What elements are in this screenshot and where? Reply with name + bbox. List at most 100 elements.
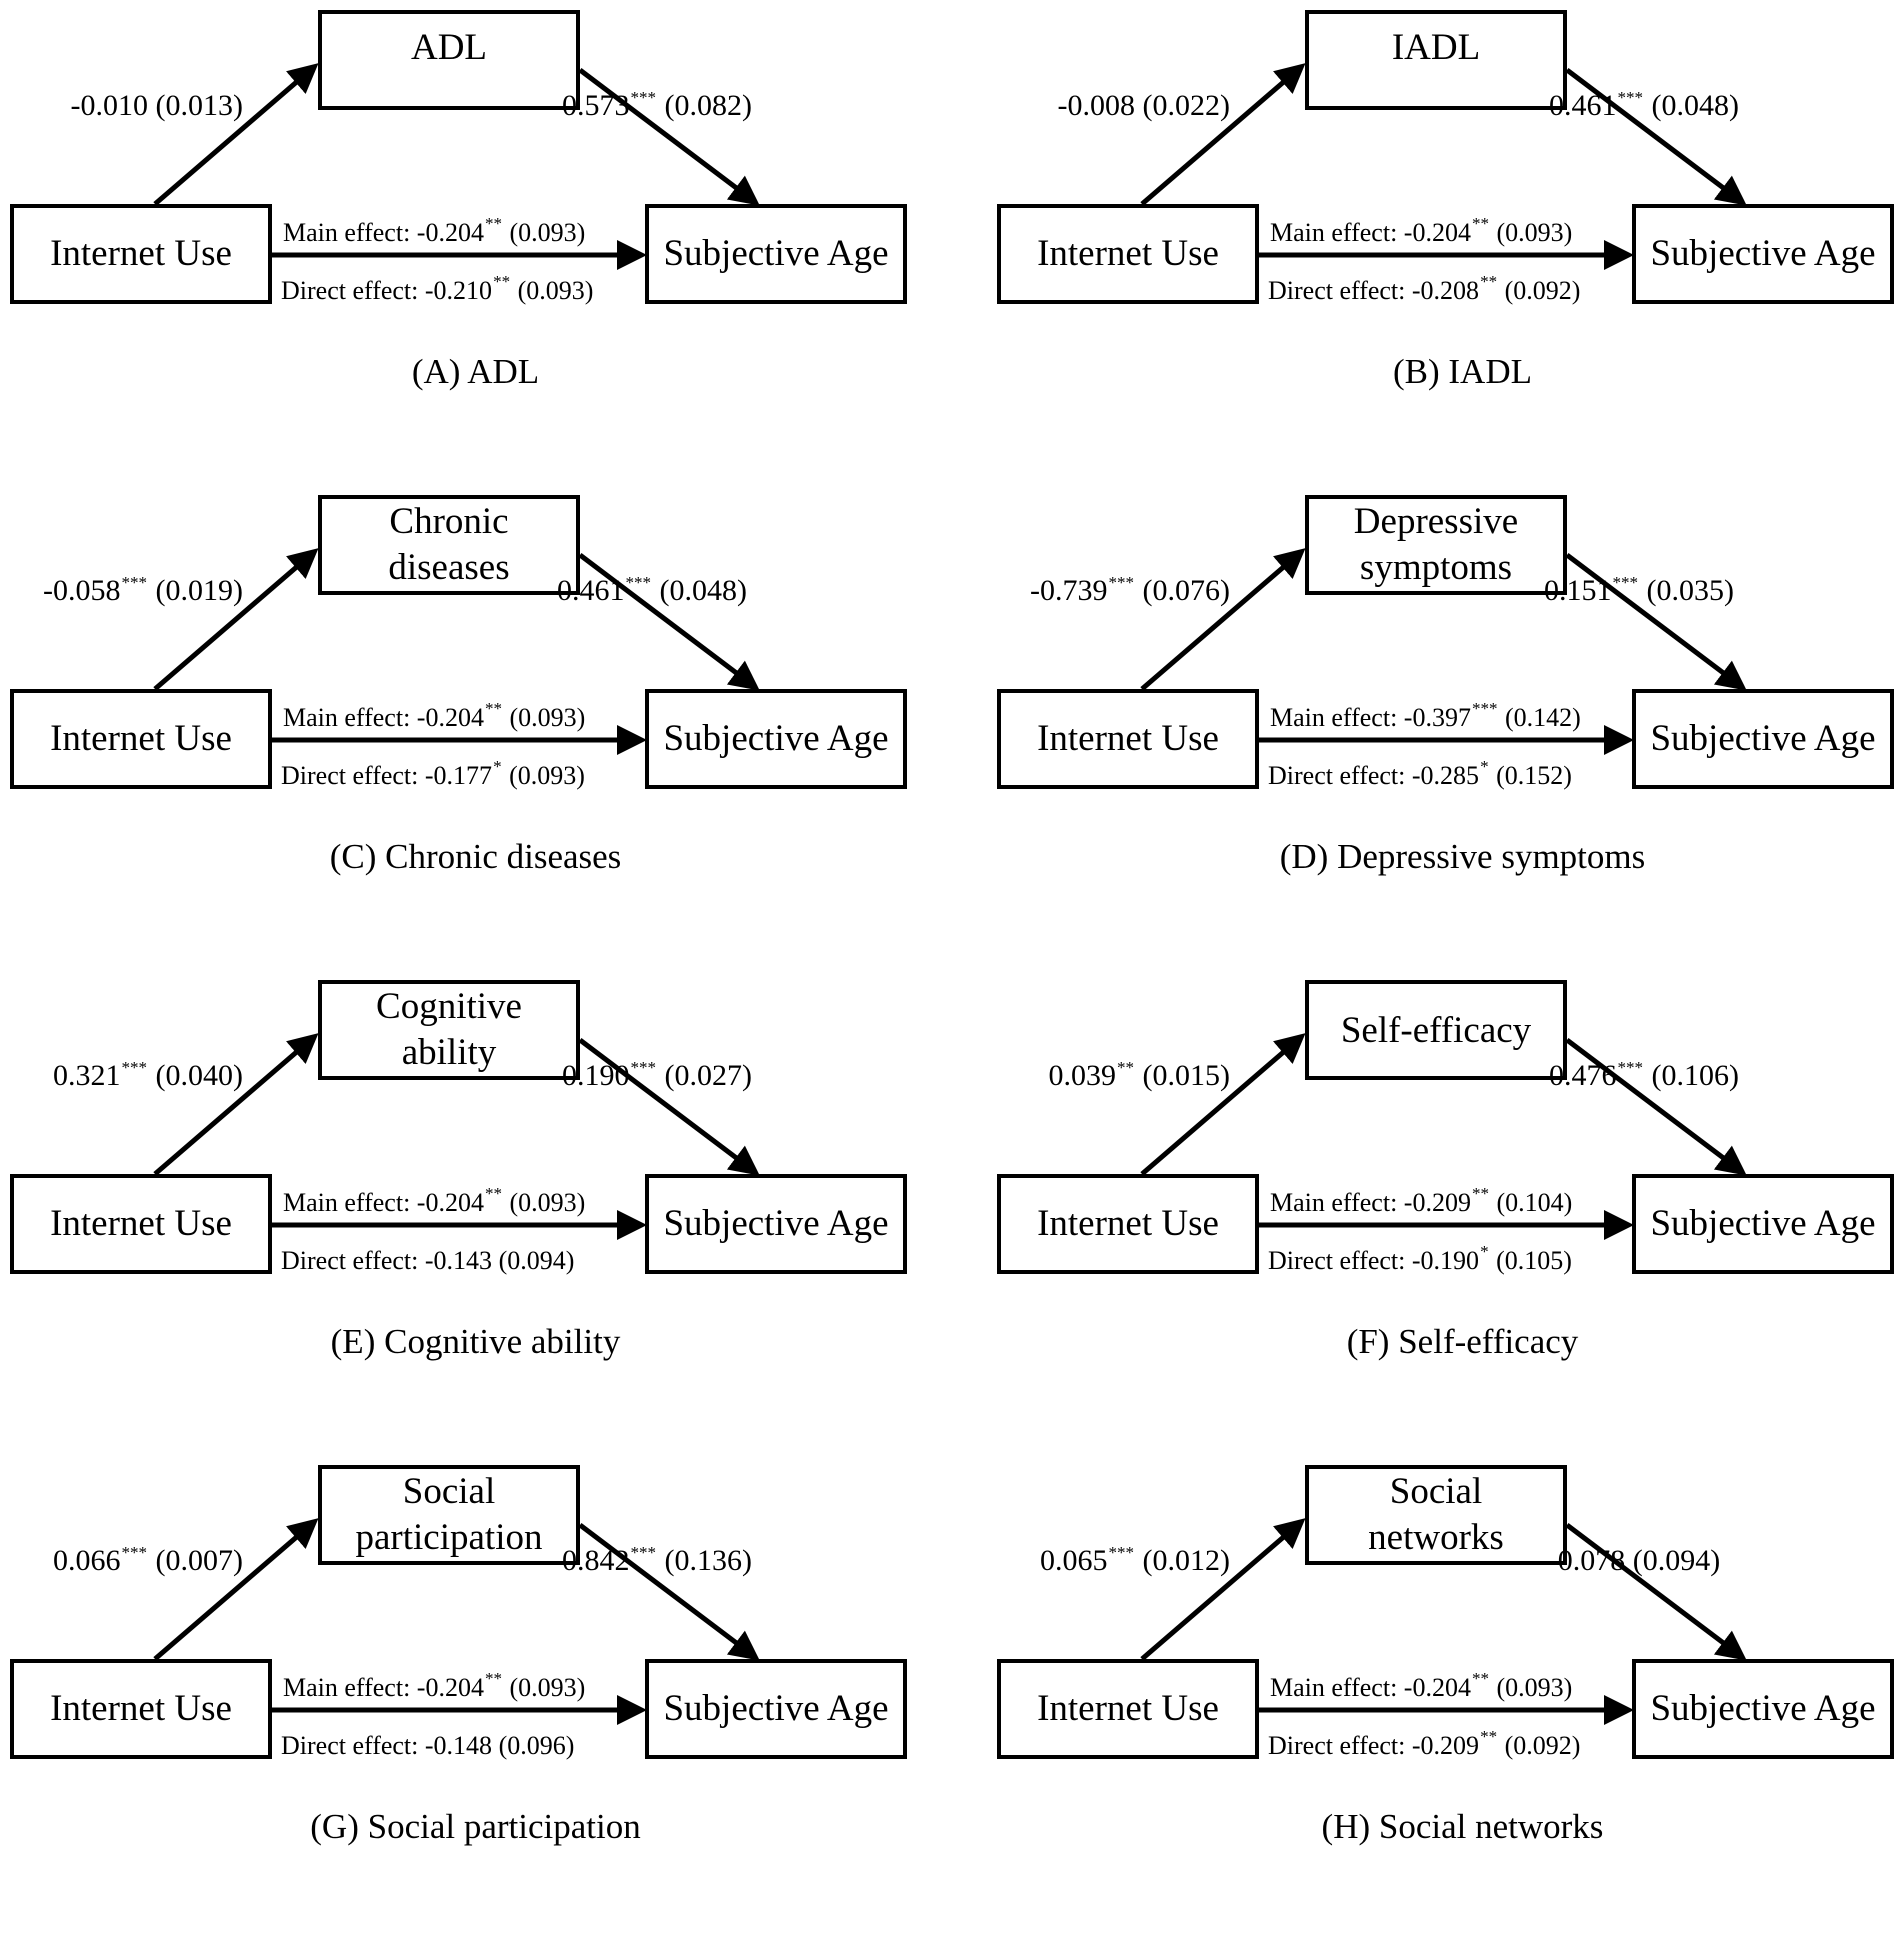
coefficient-value: -0.058 <box>43 574 121 607</box>
mediator-label: IADL <box>1392 25 1480 71</box>
significance-stars: ** <box>484 1184 502 1203</box>
significance-stars: *** <box>630 1058 657 1077</box>
source-label: Internet Use <box>50 1203 232 1244</box>
effect-prefix: Main effect: <box>1270 1188 1404 1217</box>
source-label: Internet Use <box>50 718 232 759</box>
outcome-label: Subjective Age <box>1650 1688 1876 1729</box>
outcome-label: Subjective Age <box>1650 233 1876 274</box>
a-path-label: -0.010 (0.013) <box>71 91 243 121</box>
effect-prefix: Direct effect: <box>281 761 425 790</box>
significance-stars: *** <box>121 1543 148 1562</box>
outcome-label: Subjective Age <box>1650 1203 1876 1244</box>
standard-error: (0.093) <box>517 276 594 305</box>
standard-error: (0.106) <box>1651 1059 1739 1092</box>
mediator-label: Self-efficacy <box>1341 1008 1531 1054</box>
mediator-box: IADL <box>1305 10 1567 110</box>
significance-stars: *** <box>121 1058 148 1077</box>
coefficient-value: 0.321 <box>53 1059 121 1092</box>
standard-error: (0.048) <box>659 574 747 607</box>
b-path-label: -0.190*** (0.027) <box>552 1058 752 1095</box>
mediator-label-line: Social <box>1389 1471 1483 1512</box>
mediator-label-line: diseases <box>388 547 510 588</box>
coefficient-value: 0.065 <box>1040 1544 1108 1577</box>
b-path-label: 0.078 (0.094) <box>1558 1546 1720 1576</box>
main-effect-label: Main effect: -0.204** (0.093) <box>283 1184 586 1219</box>
arrow-a-path <box>153 1518 319 1661</box>
direct-effect-label: Direct effect: -0.285* (0.152) <box>1268 757 1572 792</box>
coefficient-value: -0.842 <box>552 1544 630 1577</box>
mediator-label-line: Social <box>402 1471 496 1512</box>
main-effect-label: Main effect: -0.209** (0.104) <box>1270 1184 1572 1219</box>
standard-error: (0.093) <box>509 1188 586 1217</box>
effect-prefix: Main effect: <box>283 1673 417 1702</box>
standard-error: (0.076) <box>1142 574 1230 607</box>
outcome-label: Subjective Age <box>663 1203 889 1244</box>
outcome-label: Subjective Age <box>663 1688 889 1729</box>
arrow-b-path <box>578 68 760 206</box>
standard-error: (0.094) <box>1632 1544 1721 1577</box>
standard-error: (0.092) <box>1504 276 1581 305</box>
significance-stars: *** <box>121 573 148 592</box>
panel-caption: (F) Self-efficacy <box>1346 1322 1579 1361</box>
subjective-age-box: Subjective Age <box>645 204 907 304</box>
coefficient-value: -0.148 <box>424 1731 493 1760</box>
standard-error: (0.136) <box>664 1544 752 1577</box>
coefficient-value: -0.204 <box>416 1188 484 1217</box>
path-arrows <box>1140 1033 1747 1240</box>
coefficient-value: 0.151 <box>1544 574 1612 607</box>
coefficient-value: -0.209 <box>1403 1188 1471 1217</box>
main-effect-label: Main effect: -0.204** (0.093) <box>283 214 585 249</box>
subjective-age-box: Subjective Age <box>645 1174 907 1274</box>
mediator-box: ADL <box>318 10 580 110</box>
main-effect-label: Main effect: -0.204** (0.093) <box>283 1669 585 1704</box>
a-path-label: 0.065*** (0.012) <box>1040 1543 1230 1580</box>
subjective-age-box: Subjective Age <box>1632 689 1894 789</box>
standard-error: (0.142) <box>1504 703 1581 732</box>
standard-error: (0.040) <box>155 1059 243 1092</box>
panel-caption: (A) ADL <box>411 352 540 391</box>
significance-stars: ** <box>484 1669 502 1688</box>
significance-stars: *** <box>625 573 652 592</box>
path-arrows <box>1140 1518 1747 1725</box>
mediator-label-line: networks <box>1368 1517 1504 1558</box>
coefficient-value: -0.739 <box>1030 574 1108 607</box>
arrow-b-path <box>1565 68 1747 206</box>
arrow-b-path <box>1565 1523 1747 1661</box>
effect-prefix: Direct effect: <box>281 1246 425 1275</box>
effect-prefix: Main effect: <box>283 218 417 247</box>
main-effect-label: Main effect: -0.204** (0.093) <box>283 699 586 734</box>
direct-effect-label: Direct effect: -0.208** (0.092) <box>1268 272 1581 307</box>
effect-prefix: Direct effect: <box>1268 1246 1412 1275</box>
standard-error: (0.013) <box>155 89 243 122</box>
standard-error: (0.152) <box>1496 761 1572 790</box>
effect-prefix: Main effect: <box>283 1188 417 1217</box>
path-arrows <box>153 63 760 270</box>
mediator-label-line: ADL <box>410 27 488 68</box>
standard-error: (0.027) <box>664 1059 752 1092</box>
a-path-label: 0.039** (0.015) <box>1049 1058 1230 1095</box>
coefficient-value: -0.204 <box>416 218 484 247</box>
significance-stars: ** <box>1471 1669 1489 1688</box>
panel-caption: (H) Social networks <box>1321 1807 1604 1846</box>
standard-error: (0.015) <box>1142 1059 1230 1092</box>
standard-error: (0.093) <box>509 703 586 732</box>
internet-use-box: Internet Use <box>997 1174 1259 1274</box>
coefficient-value: -0.177 <box>424 761 493 790</box>
subjective-age-box: Subjective Age <box>1632 1659 1894 1759</box>
significance-stars: ** <box>484 214 502 233</box>
effect-prefix: Direct effect: <box>1268 276 1412 305</box>
coefficient-value: -0.573 <box>552 89 630 122</box>
internet-use-box: Internet Use <box>10 204 272 304</box>
significance-stars: ** <box>1480 1727 1498 1746</box>
main-effect-label: Main effect: -0.397*** (0.142) <box>1270 699 1581 734</box>
a-path-label: 0.321*** (0.040) <box>53 1058 243 1095</box>
subjective-age-box: Subjective Age <box>645 689 907 789</box>
b-path-label: 0.151*** (0.035) <box>1544 573 1734 610</box>
